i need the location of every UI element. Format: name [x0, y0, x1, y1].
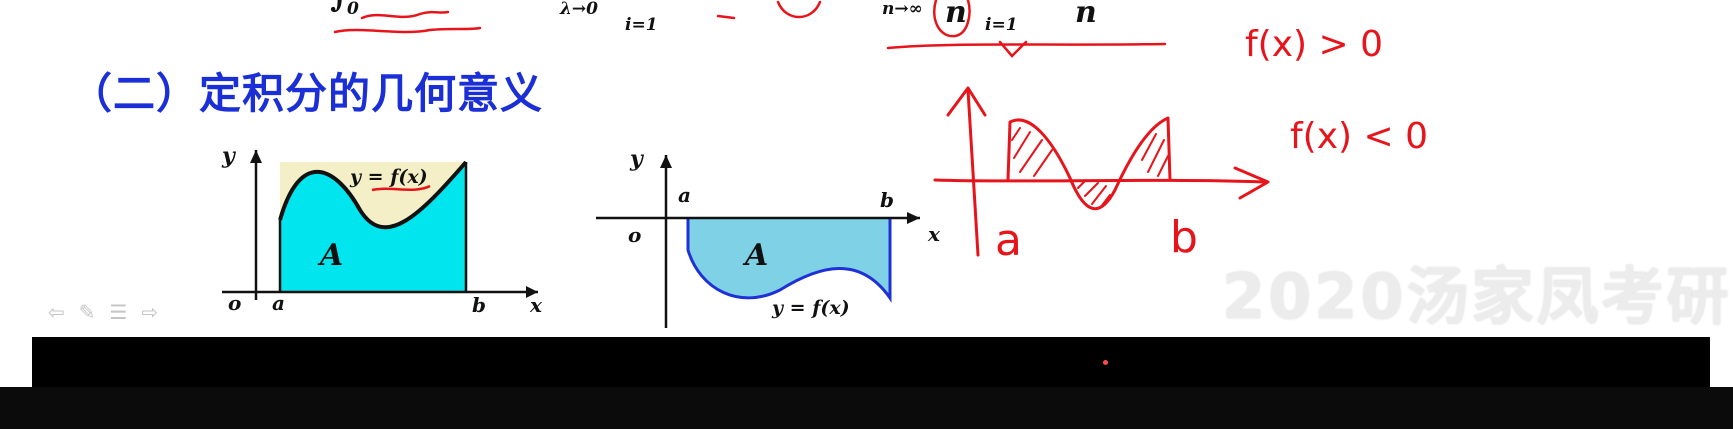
b-label: b [880, 188, 894, 212]
sum-index-right: i=1 [985, 15, 1018, 35]
formula-n-mid: n [945, 0, 967, 30]
sketch-y-axis [966, 88, 980, 257]
area-fill [688, 218, 890, 298]
handwritten-sketch [933, 86, 1270, 257]
slide-toolbar: ⇦ ✎ ☰ ⇨ [48, 300, 158, 324]
sketch-x-axis [933, 178, 1267, 184]
formula-ink-marks [333, 0, 1167, 58]
lecture-slide: ∫ 0 λ→0 i=1 n→∞ n i=1 n [48, 0, 1732, 333]
pointer-dot [1103, 360, 1108, 365]
y-axis-label: y [221, 143, 237, 169]
origin-label: o [228, 291, 241, 315]
curve [686, 218, 892, 303]
figure-negative-area: y a b o x A y = f(x) [596, 146, 941, 328]
curve-label-underline [371, 184, 431, 192]
origin-label: o [628, 223, 641, 247]
y-arrow [250, 150, 262, 163]
curve-label: y = f(x) [349, 166, 428, 188]
handwritten-labels: f(x) > 0 f(x) < 0 a b [995, 24, 1428, 266]
annotation-negative: f(x) < 0 [1290, 116, 1428, 157]
pen-icon[interactable]: ✎ [78, 300, 96, 324]
sketch-y-arrow [946, 86, 987, 117]
y-axis-label: y [629, 146, 645, 172]
video-letterbox [32, 337, 1710, 387]
menu-icon[interactable]: ☰ [109, 300, 128, 324]
check-mark [998, 40, 1028, 58]
sketch-curve [1006, 116, 1172, 211]
hatch-positive-left [1011, 127, 1053, 177]
curve [278, 160, 468, 230]
top-formula: ∫ 0 λ→0 i=1 n→∞ n i=1 n [330, 0, 1097, 35]
x-arrow [907, 212, 920, 224]
section-heading: （二）定积分的几何意义 [70, 69, 544, 118]
area-label: A [742, 238, 768, 273]
a-label: a [272, 291, 285, 315]
x-axis-label: x [927, 222, 941, 246]
sum-index-left: i=1 [625, 15, 658, 35]
figure-positive-area: y y = f(x) A o a b x [221, 143, 543, 317]
b-label: b [472, 293, 486, 317]
limit-left: λ→0 [559, 0, 598, 19]
y-arrow [660, 155, 672, 168]
hatch-positive-right [1141, 133, 1169, 177]
annotation-b: b [1170, 212, 1198, 263]
annotation-positive: f(x) > 0 [1245, 24, 1383, 65]
underline-squiggle [360, 10, 450, 20]
a-label: a [678, 183, 691, 207]
arrow-right-icon[interactable]: ⇨ [141, 300, 159, 324]
sketch-x-arrow [1233, 166, 1270, 200]
formula-n-right: n [1075, 0, 1097, 30]
slide-graphics: ∫ 0 λ→0 i=1 n→∞ n i=1 n [221, 0, 1428, 328]
arrow-left-icon[interactable]: ⇦ [48, 300, 65, 324]
annotation-a: a [995, 215, 1022, 266]
hatch-negative [1077, 179, 1111, 209]
integral-lower-limit: 0 [347, 0, 359, 19]
limit-right: n→∞ [882, 0, 923, 19]
short-dash [716, 14, 736, 20]
circle-around-n [933, 0, 971, 38]
formula-underline [886, 42, 1167, 50]
video-bottom-bar [0, 387, 1733, 429]
curve-label: y = f(x) [771, 297, 850, 319]
underline-squiggle-2 [333, 26, 482, 34]
x-axis-label: x [529, 293, 543, 317]
area-fill [280, 162, 466, 292]
integral-sign: ∫ [330, 0, 350, 15]
circle-mark [776, 0, 822, 19]
watermark: 2020汤家凤考研 [1222, 260, 1732, 333]
x-arrow [526, 286, 538, 298]
area-label: A [317, 238, 343, 273]
